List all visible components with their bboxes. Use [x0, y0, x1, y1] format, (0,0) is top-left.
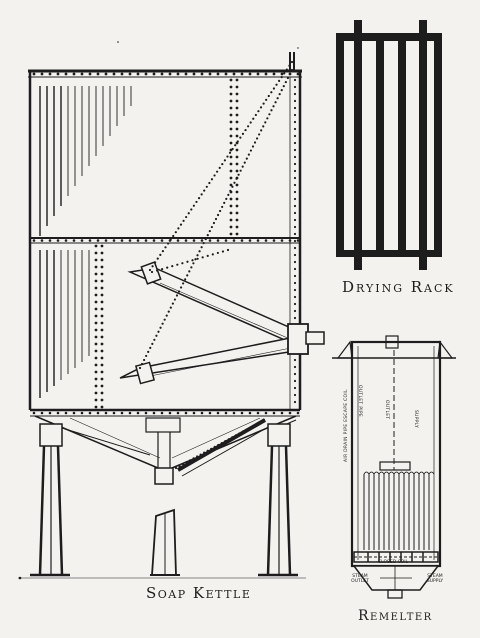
remelter-coils — [363, 471, 435, 562]
drying-rack-drawing — [336, 20, 442, 270]
remelter-label-closed-coil: CLOSED COIL — [378, 560, 409, 565]
remelter-label-steam-outlet: STEAM OUTLET — [351, 574, 369, 584]
remelter-caption: Remelter — [358, 608, 433, 624]
paper-specks — [18, 41, 299, 580]
kettle-agitator-arms — [119, 261, 325, 385]
kettle-drain — [154, 467, 174, 485]
soap-kettle-drawing — [28, 52, 302, 485]
remelter-label-air-drain: AIR DRAIN PIPE ESCAPE COIL — [344, 389, 349, 462]
remelter-drawing — [332, 335, 456, 599]
kettle-braces — [61, 418, 297, 477]
remelter-label-steam-supply: STEAM SUPPLY — [426, 574, 444, 584]
kettle-shading-top — [39, 86, 132, 236]
remelter-label-supply: SUPPLY — [413, 410, 418, 429]
kettle-shading-bottom — [39, 250, 90, 398]
remelter-label-outlet: OUTLET — [384, 400, 389, 420]
drying-rack-caption: Drying Rack — [342, 278, 455, 296]
kettle-legs — [18, 423, 306, 579]
soap-kettle-caption: Soap Kettle — [146, 584, 252, 602]
remelter-label-outlet-pipe: OUTLET PIPE — [357, 385, 362, 418]
kettle-chains — [138, 60, 294, 470]
